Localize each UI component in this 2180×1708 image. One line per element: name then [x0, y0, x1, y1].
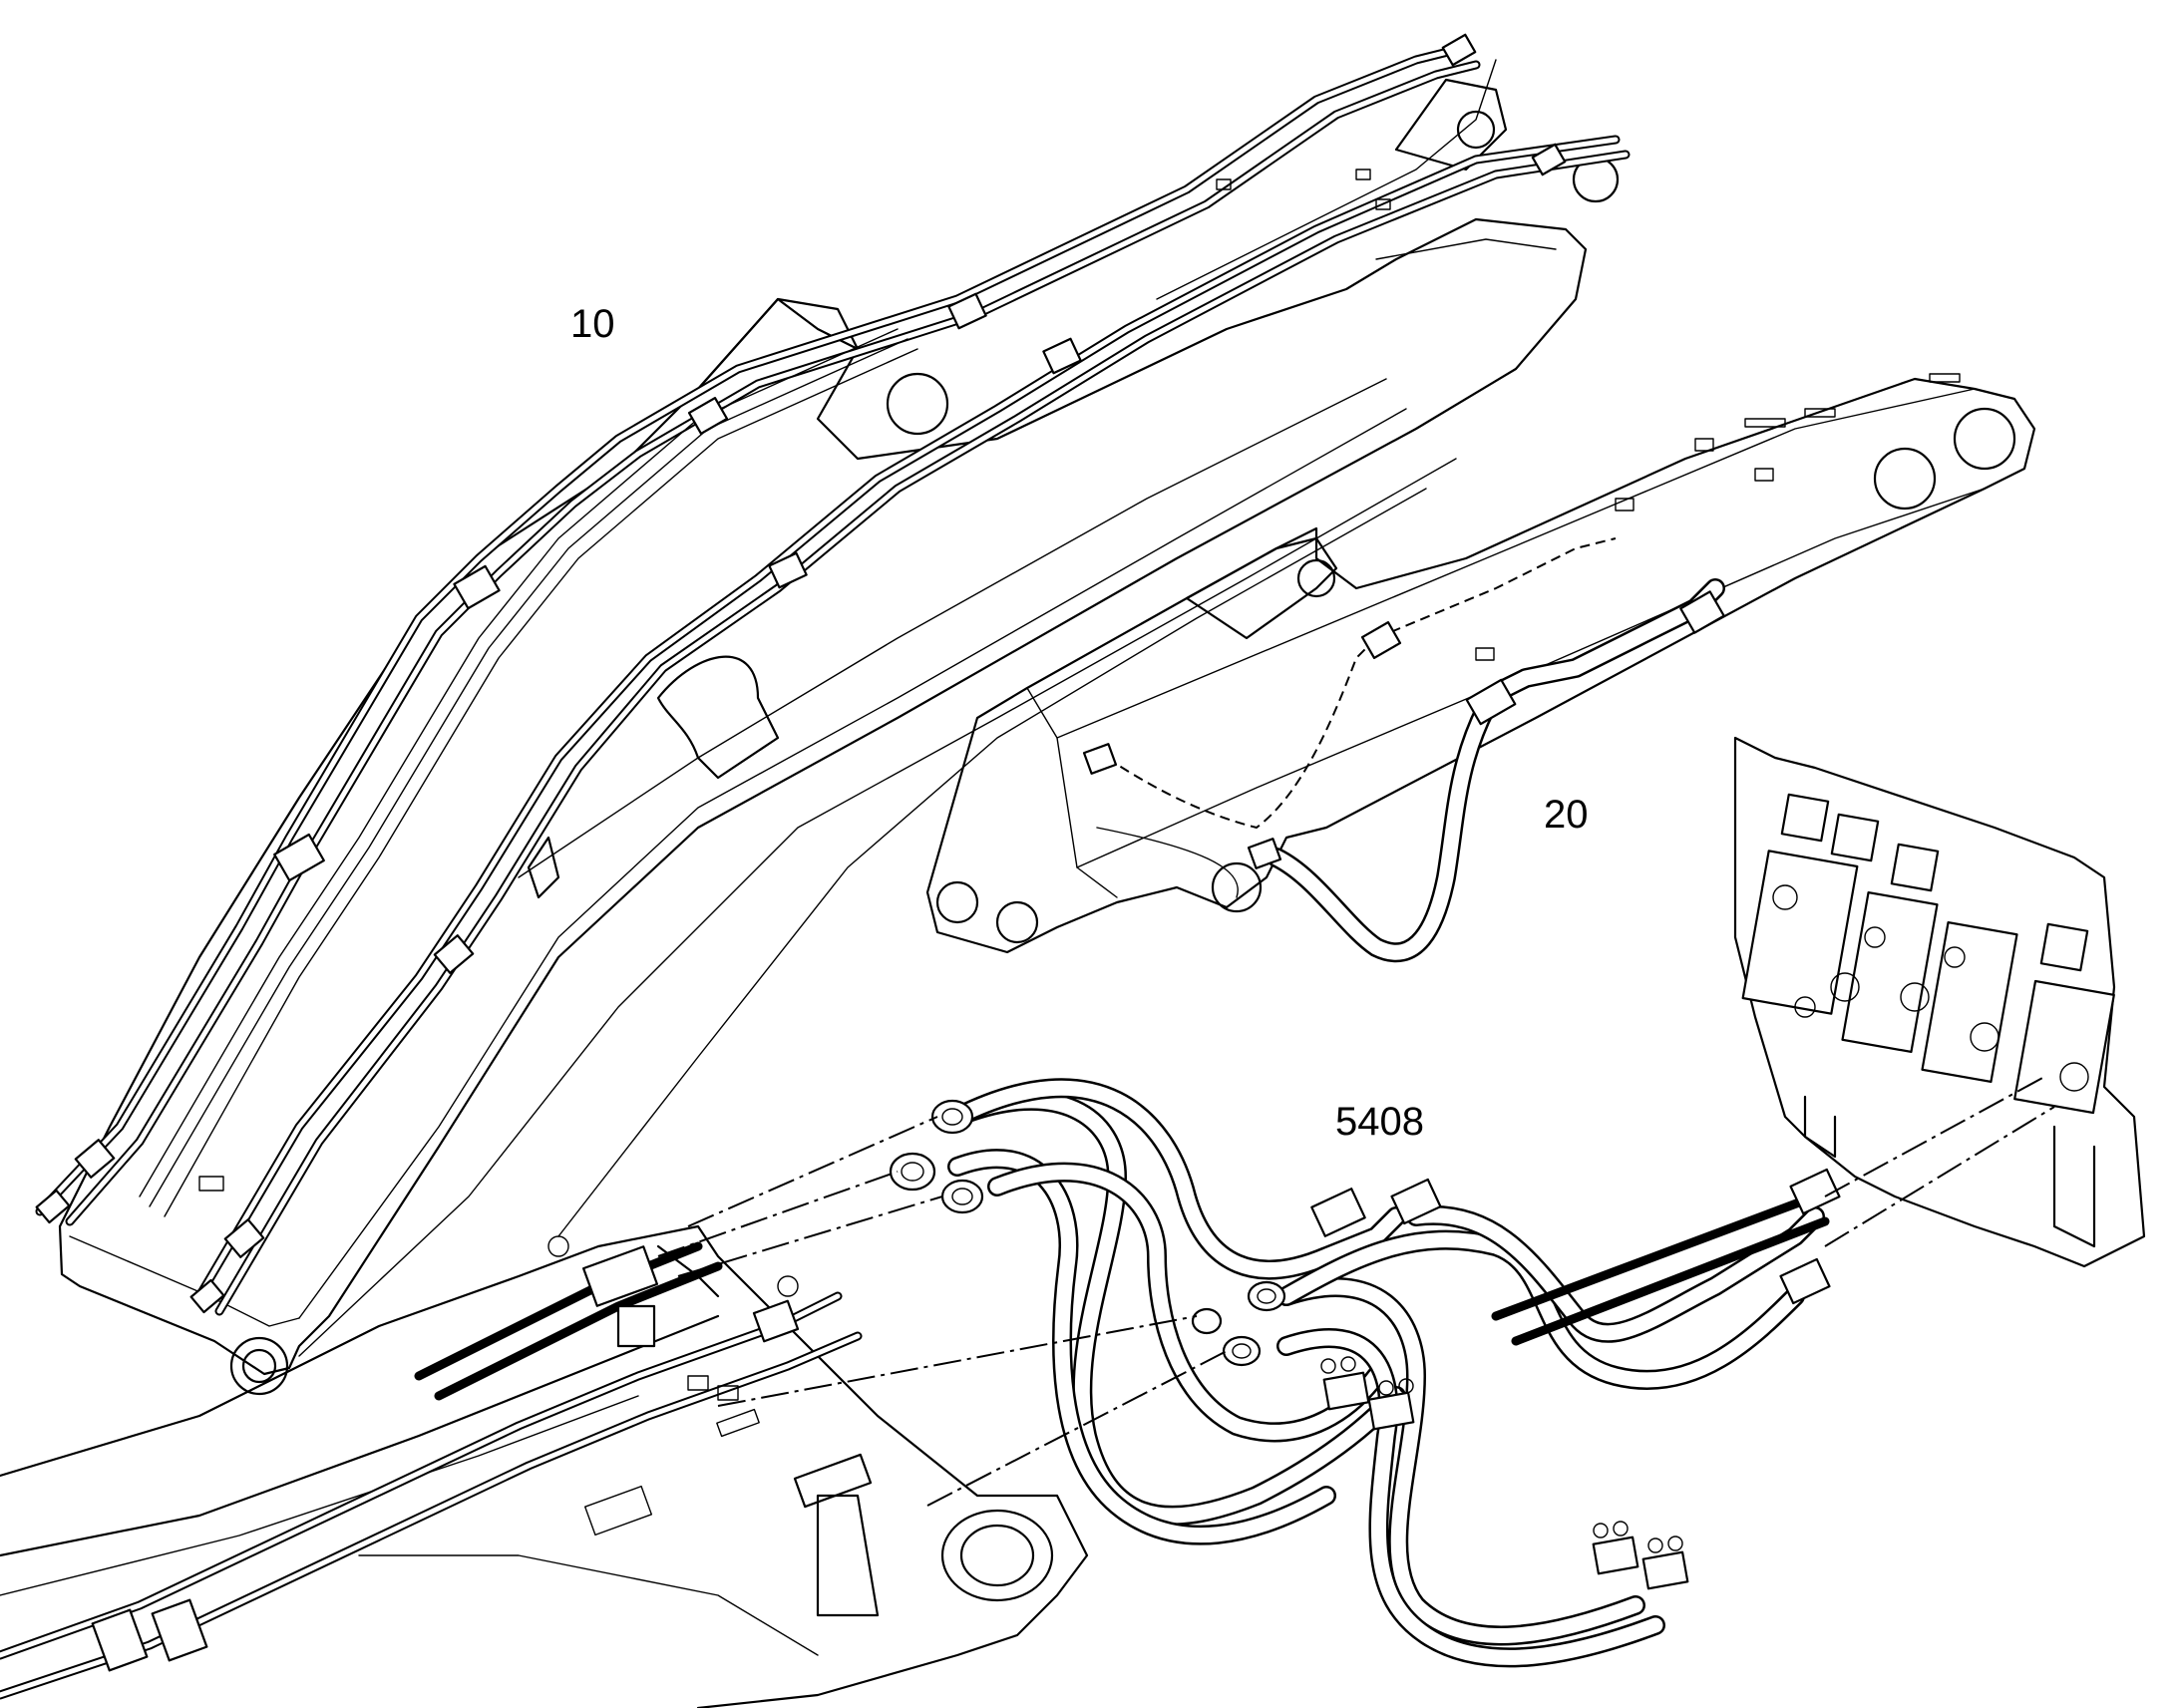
callout-5408: 5408	[1335, 1100, 1424, 1144]
callout-10: 10	[570, 302, 615, 346]
boom-assembly-10	[35, 33, 1631, 1396]
flange-fittings	[1310, 1168, 1841, 1590]
control-valve-block	[1733, 736, 2146, 1268]
base-machine-frame	[0, 1224, 1089, 1708]
hose-end-fittings	[889, 1099, 1286, 1367]
boom-assembly-20	[925, 377, 2036, 963]
boom-clamps	[35, 33, 1567, 1314]
hose-assembly-5408	[657, 1076, 2055, 1668]
callout-20: 20	[1544, 793, 1589, 837]
boom-detail-marks	[198, 169, 1961, 1192]
